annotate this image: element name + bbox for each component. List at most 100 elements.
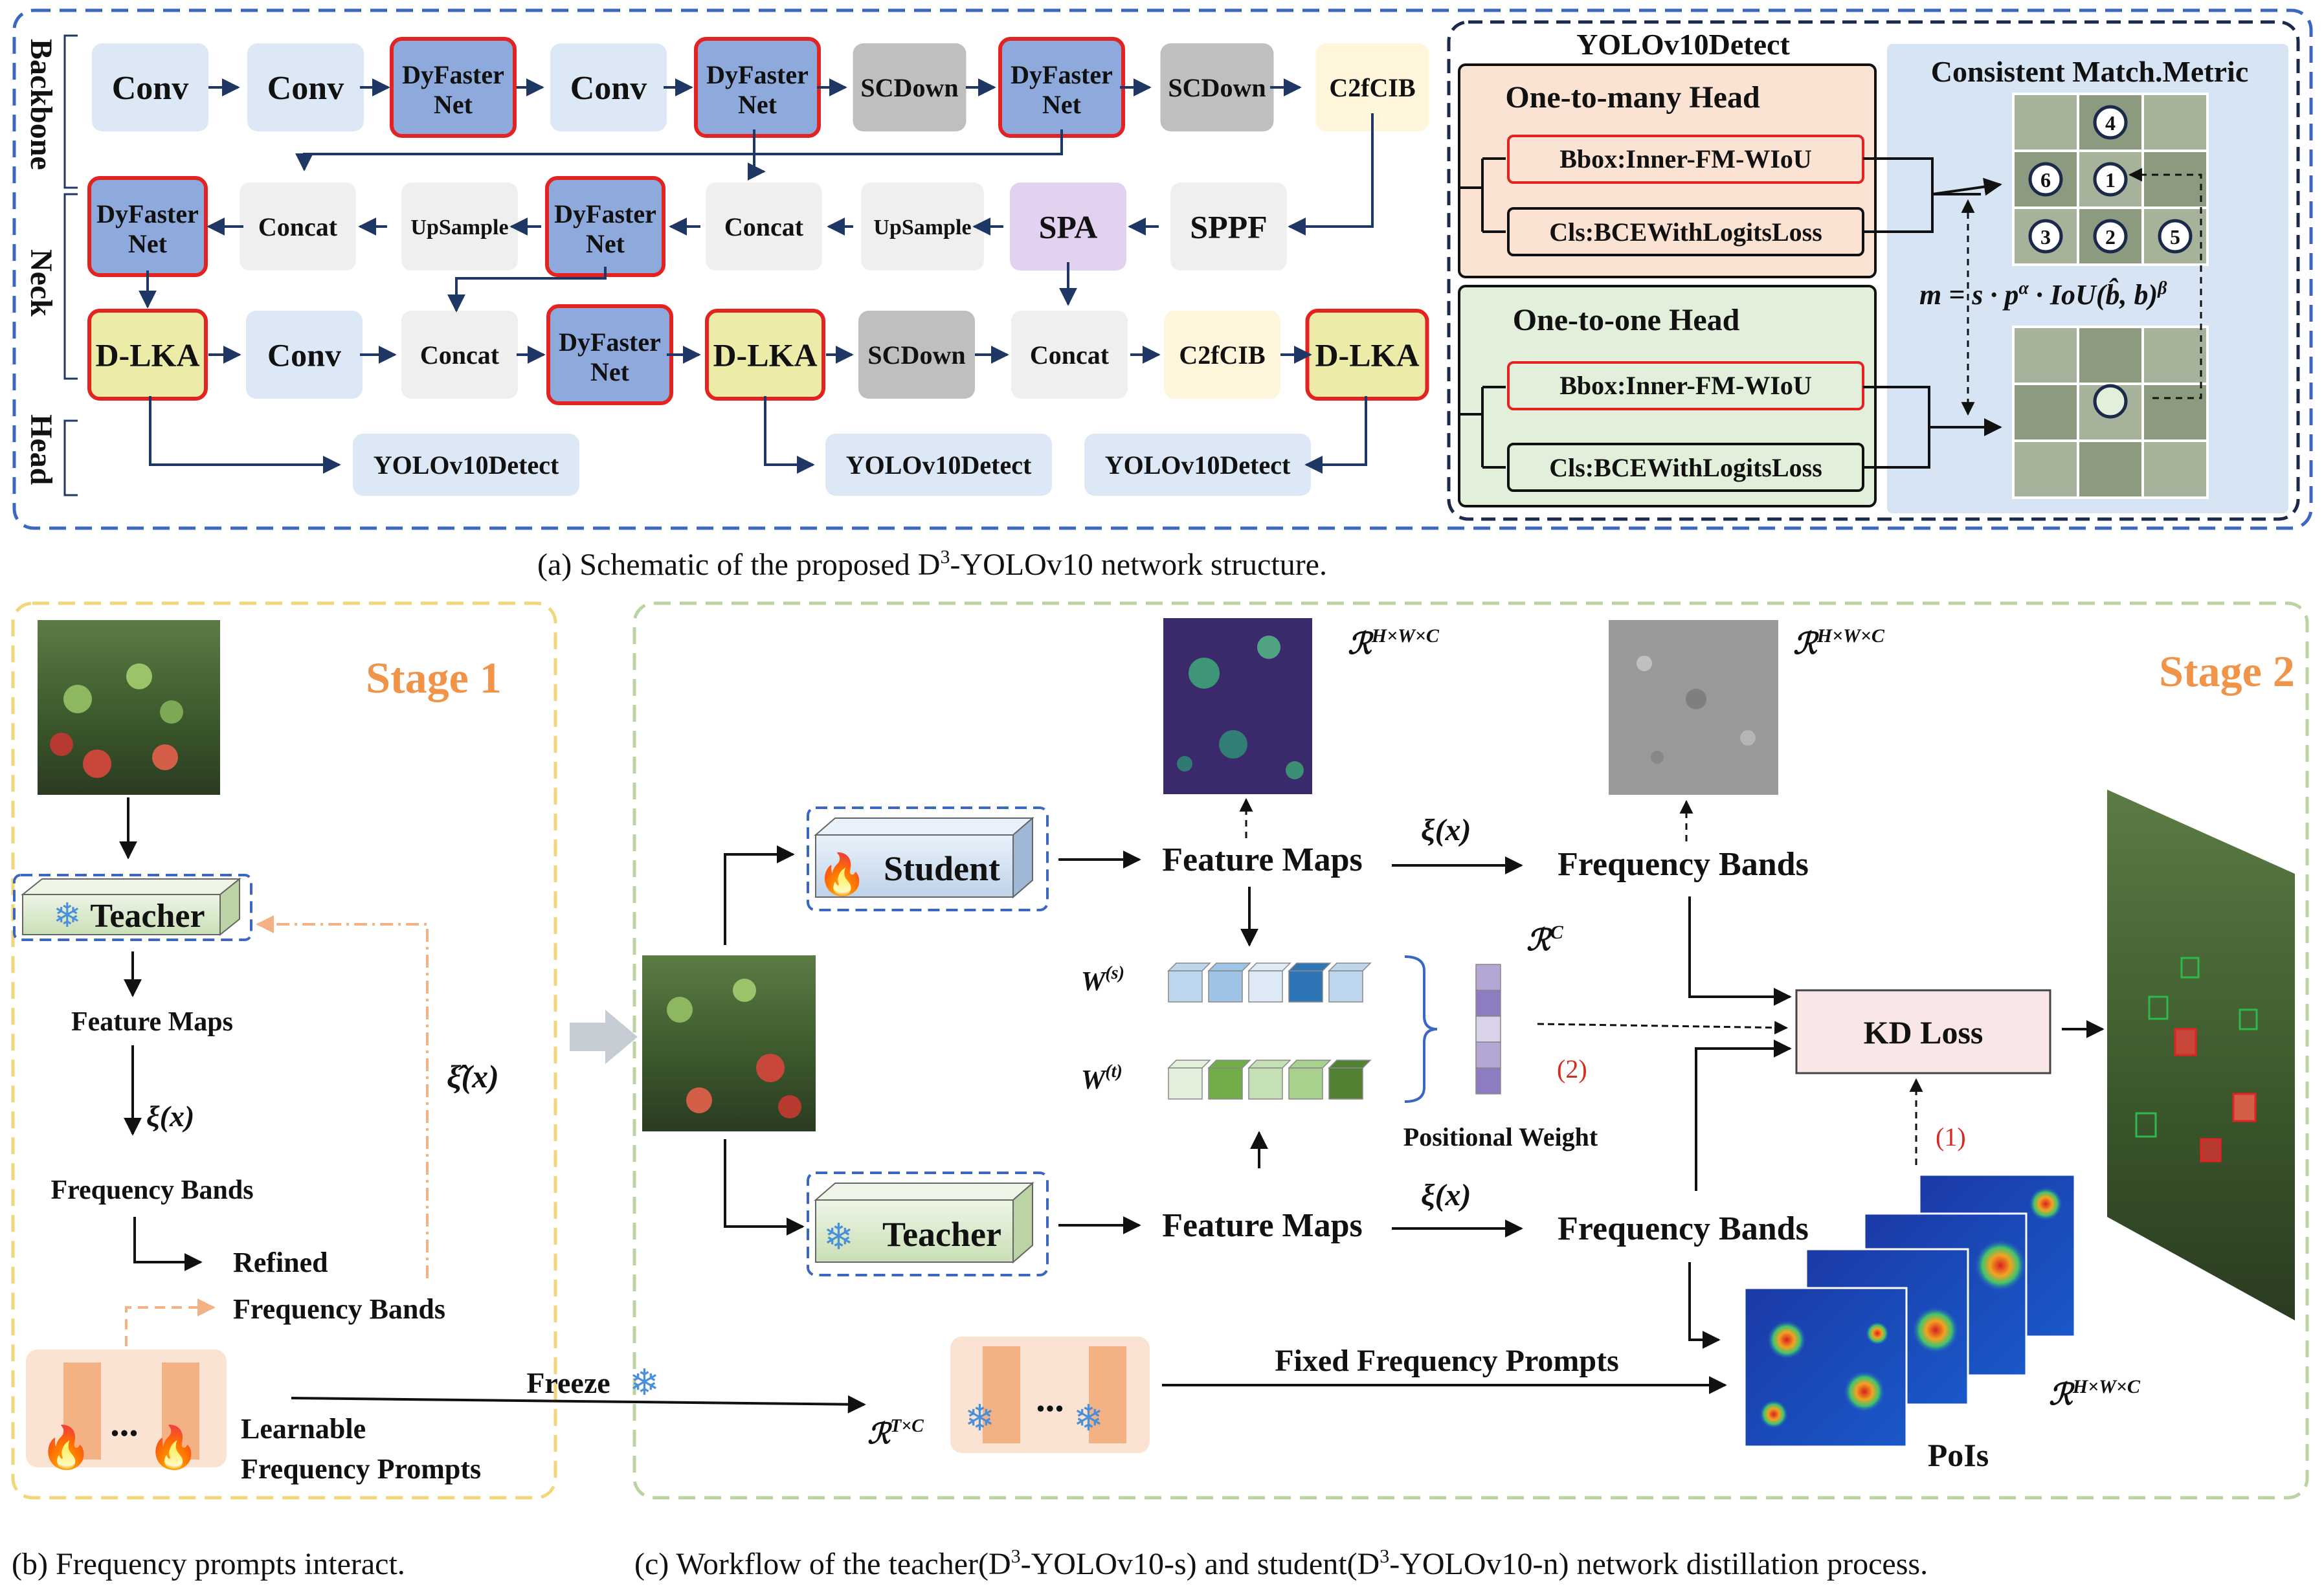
bracket-head <box>63 419 78 496</box>
block-concat: Concat <box>401 311 518 399</box>
fire-icon-student: 🔥 <box>817 851 867 897</box>
block-label: YOLOv10Detect <box>374 450 559 480</box>
block-label: Concat <box>724 212 804 241</box>
label-2: (2) <box>1557 1054 1587 1083</box>
block-label: SPPF <box>1190 209 1267 245</box>
block-c2fcib: C2fCIB <box>1164 311 1280 399</box>
bracket-backbone <box>63 34 78 189</box>
teacher-label-c: Teacher <box>882 1215 1001 1254</box>
snowflake-icon-freeze: ❄ <box>629 1363 660 1403</box>
block-conv: Conv <box>550 43 667 131</box>
block-yolov10detect: YOLOv10Detect <box>353 434 579 496</box>
student-frequency-band <box>1609 620 1778 795</box>
weight-cube-top <box>1167 1060 1211 1069</box>
snowflake-icon-prompt-right: ❄ <box>1073 1399 1104 1439</box>
snowflake-icon-teacher: ❄ <box>823 1217 854 1258</box>
prompt-bar-left <box>63 1362 101 1460</box>
block-conv: Conv <box>246 311 363 399</box>
part-b-frame <box>11 601 557 1500</box>
one-merge <box>1863 386 1961 469</box>
grid-cell <box>2141 383 2209 442</box>
block-label: Net <box>738 90 777 119</box>
positional-weight-cell <box>1475 1067 1501 1095</box>
block-label: SCDown <box>860 73 958 102</box>
learnable-label-2: Frequency Prompts <box>241 1453 481 1485</box>
cls-loss-one-label: Cls:BCEWithLogitsLoss <box>1549 453 1822 482</box>
anchor-number: 5 <box>2170 225 2180 249</box>
weight-cube <box>1248 1067 1283 1100</box>
metric-formula: m = s · pα · IoU(b̂, b)β <box>1919 278 2167 311</box>
anchor-circle <box>2028 162 2063 197</box>
block-upsample: UpSample <box>861 183 984 271</box>
matched-anchor <box>2093 384 2128 419</box>
student-label: Student <box>884 849 1000 888</box>
bracket-neck <box>63 193 78 380</box>
block-label: D-LKA <box>95 337 199 373</box>
grid-cell <box>2141 150 2209 209</box>
block-label: UpSample <box>873 216 971 239</box>
block-sppf: SPPF <box>1170 183 1287 271</box>
weight-cube-top <box>1328 962 1372 972</box>
cmm-title: Consistent Match.Metric <box>1931 55 2249 88</box>
block-label: Net <box>590 357 630 386</box>
block-label: UpSample <box>410 216 508 239</box>
feature-maps-b: Feature Maps <box>71 1007 233 1037</box>
block-scdown: SCDown <box>1160 43 1274 131</box>
block-label: DyFaster <box>402 60 504 89</box>
network-arrows <box>139 78 1374 474</box>
teacher-label-b: Teacher <box>90 898 205 935</box>
grid-cell <box>2077 439 2144 499</box>
freeze-arrow <box>291 1395 866 1414</box>
input-image-c <box>642 955 816 1131</box>
weight-cube-top <box>1207 1060 1251 1069</box>
block-yolov10detect: YOLOv10Detect <box>1084 434 1311 496</box>
block-scdown: SCDown <box>858 311 975 399</box>
w-s-label: W(s) <box>1081 963 1124 997</box>
block-conv: Conv <box>247 43 364 131</box>
frequency-bands-student: Frequency Bands <box>1558 846 1809 883</box>
anchor-number: 1 <box>2105 168 2116 192</box>
anchor-grid-one <box>2012 326 2209 499</box>
block-spa: SPA <box>1010 183 1126 271</box>
weight-cube-top <box>1247 962 1291 972</box>
teacher-frame-c <box>807 1172 1049 1276</box>
block-label: Net <box>434 90 473 119</box>
block-label: SPA <box>1039 209 1098 245</box>
feature-maps-teacher: Feature Maps <box>1162 1207 1363 1244</box>
learnable-label-1: Learnable <box>241 1413 366 1445</box>
stage2-title: Stage 2 <box>2159 647 2295 696</box>
block-yolov10detect: YOLOv10Detect <box>825 434 1052 496</box>
positional-weight-vector <box>1475 964 1501 1095</box>
block-label: DyFaster <box>96 199 199 228</box>
r-c-label: ℛC <box>1526 922 1564 957</box>
weight-cube <box>1208 1067 1243 1100</box>
block-d-lka: D-LKA <box>705 309 825 401</box>
refined-bands-label: Frequency Bands <box>233 1293 445 1325</box>
weight-cube <box>1168 970 1203 1003</box>
grid-cell <box>2141 93 2209 152</box>
block-label: Conv <box>267 70 344 107</box>
output-detection-image <box>2107 790 2295 1320</box>
positional-weight-cell <box>1475 964 1501 991</box>
row-label-backbone: Backbone <box>24 39 58 170</box>
frequency-bands-teacher: Frequency Bands <box>1558 1210 1809 1247</box>
weight-brace <box>1404 955 1438 1103</box>
block-label: DyFaster <box>1011 60 1113 89</box>
kd-loss-box <box>1795 989 2051 1074</box>
fire-icon-right: 🔥 <box>148 1424 199 1471</box>
block-label: SCDown <box>867 340 965 370</box>
prompt-dots-b: ... <box>110 1402 139 1444</box>
grid-cell <box>2141 326 2209 385</box>
block-concat: Concat <box>706 183 822 271</box>
grid-cell <box>2012 93 2079 152</box>
positional-weight-cell <box>1475 1041 1501 1069</box>
row-label-head: Head <box>24 414 58 485</box>
